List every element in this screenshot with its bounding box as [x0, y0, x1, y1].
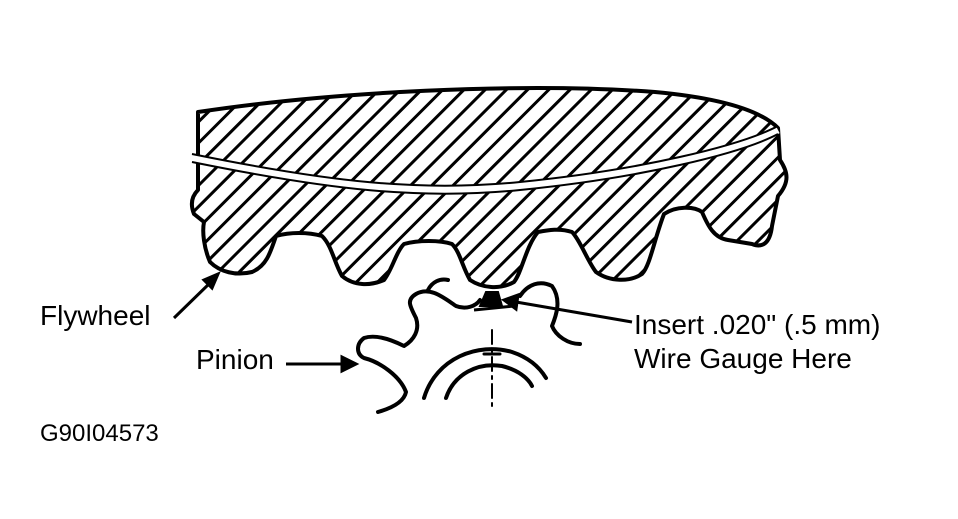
pinion-arrowhead: [340, 354, 360, 374]
insert-label-line1: Insert .020" (.5 mm): [634, 309, 881, 340]
wire-gauge-mark: [478, 291, 504, 307]
pinion-teeth-outline: [356, 281, 582, 414]
insert-leader: [515, 300, 633, 324]
flywheel-label: Flywheel: [40, 300, 151, 331]
figure-code: G90I04573: [40, 420, 159, 447]
leader-arrows: [172, 271, 633, 374]
flywheel-leader: [172, 279, 214, 320]
insert-arrowhead: [500, 292, 520, 312]
flywheel-section: [189, 86, 789, 289]
pinion-label: Pinion: [196, 344, 274, 375]
pinion-gear: [356, 277, 582, 414]
pinion-hub: [422, 329, 548, 409]
flywheel-arrowhead: [201, 271, 221, 291]
insert-gauge-label: Insert .020" (.5 mm) Wire Gauge Here: [634, 308, 880, 376]
flywheel-rim-line: [191, 126, 780, 194]
insert-label-line2: Wire Gauge Here: [634, 343, 852, 375]
